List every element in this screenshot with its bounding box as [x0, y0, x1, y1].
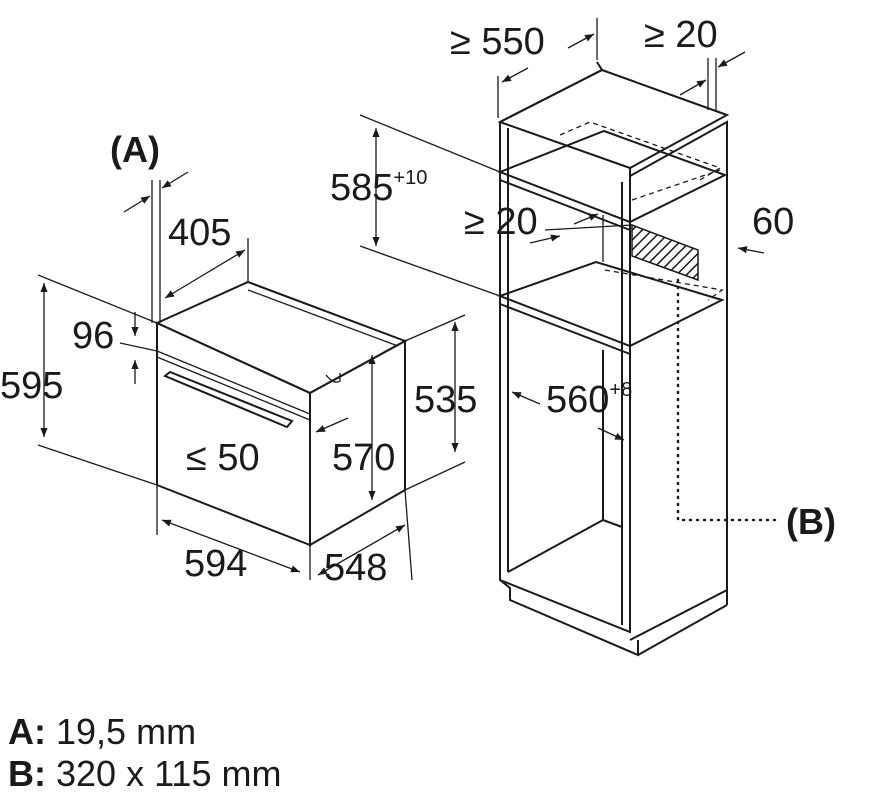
callout-b: (B): [786, 501, 836, 542]
cabinet-dimension-arrows: [372, 33, 765, 441]
oven-extension-lines: [37, 180, 466, 581]
dim-oven-height: 595: [0, 365, 63, 407]
dim-cavity-depth: 570: [332, 437, 395, 479]
legend-b-key: B:: [8, 753, 46, 794]
dim-handle-projection: ≤ 50: [186, 437, 260, 479]
legend-a-value: 19,5 mm: [56, 711, 197, 752]
ventilation-cutout: [631, 223, 699, 282]
legend-a: A: 19,5 mm: [8, 712, 196, 752]
dim-shelf-gap: ≥ 20: [464, 201, 538, 243]
cabinet-extension-lines: [359, 18, 717, 297]
dim-oven-depth: 548: [324, 547, 387, 589]
cabinet-drawing: [497, 61, 782, 657]
dim-panel-depth: 405: [168, 212, 231, 254]
legend-b-value: 320 x 115 mm: [56, 753, 282, 794]
dim-rear-gap: ≥ 20: [644, 14, 718, 56]
legend-a-key: A:: [8, 711, 46, 752]
dim-door-offset: 96: [72, 315, 114, 357]
dim-oven-body-height: 535: [414, 379, 477, 421]
oven-dimension-arrows: [40, 171, 459, 576]
legend-b: B: 320 x 115 mm: [8, 754, 281, 794]
oven-drawing: [154, 280, 408, 547]
dim-cabinet-min-depth: ≥ 550: [450, 21, 545, 63]
dim-oven-width: 594: [184, 543, 247, 585]
dim-cutout-offset: 60: [752, 201, 794, 243]
dimension-labels: ≥ 550 ≥ 20 585+10 ≥ 20 60 560+8 405 96 5…: [0, 14, 836, 589]
callout-a: (A): [110, 129, 160, 170]
dim-niche-width: 560+8: [546, 379, 632, 421]
dim-niche-height: 585+10: [330, 167, 427, 209]
oven-handle: [163, 370, 294, 429]
